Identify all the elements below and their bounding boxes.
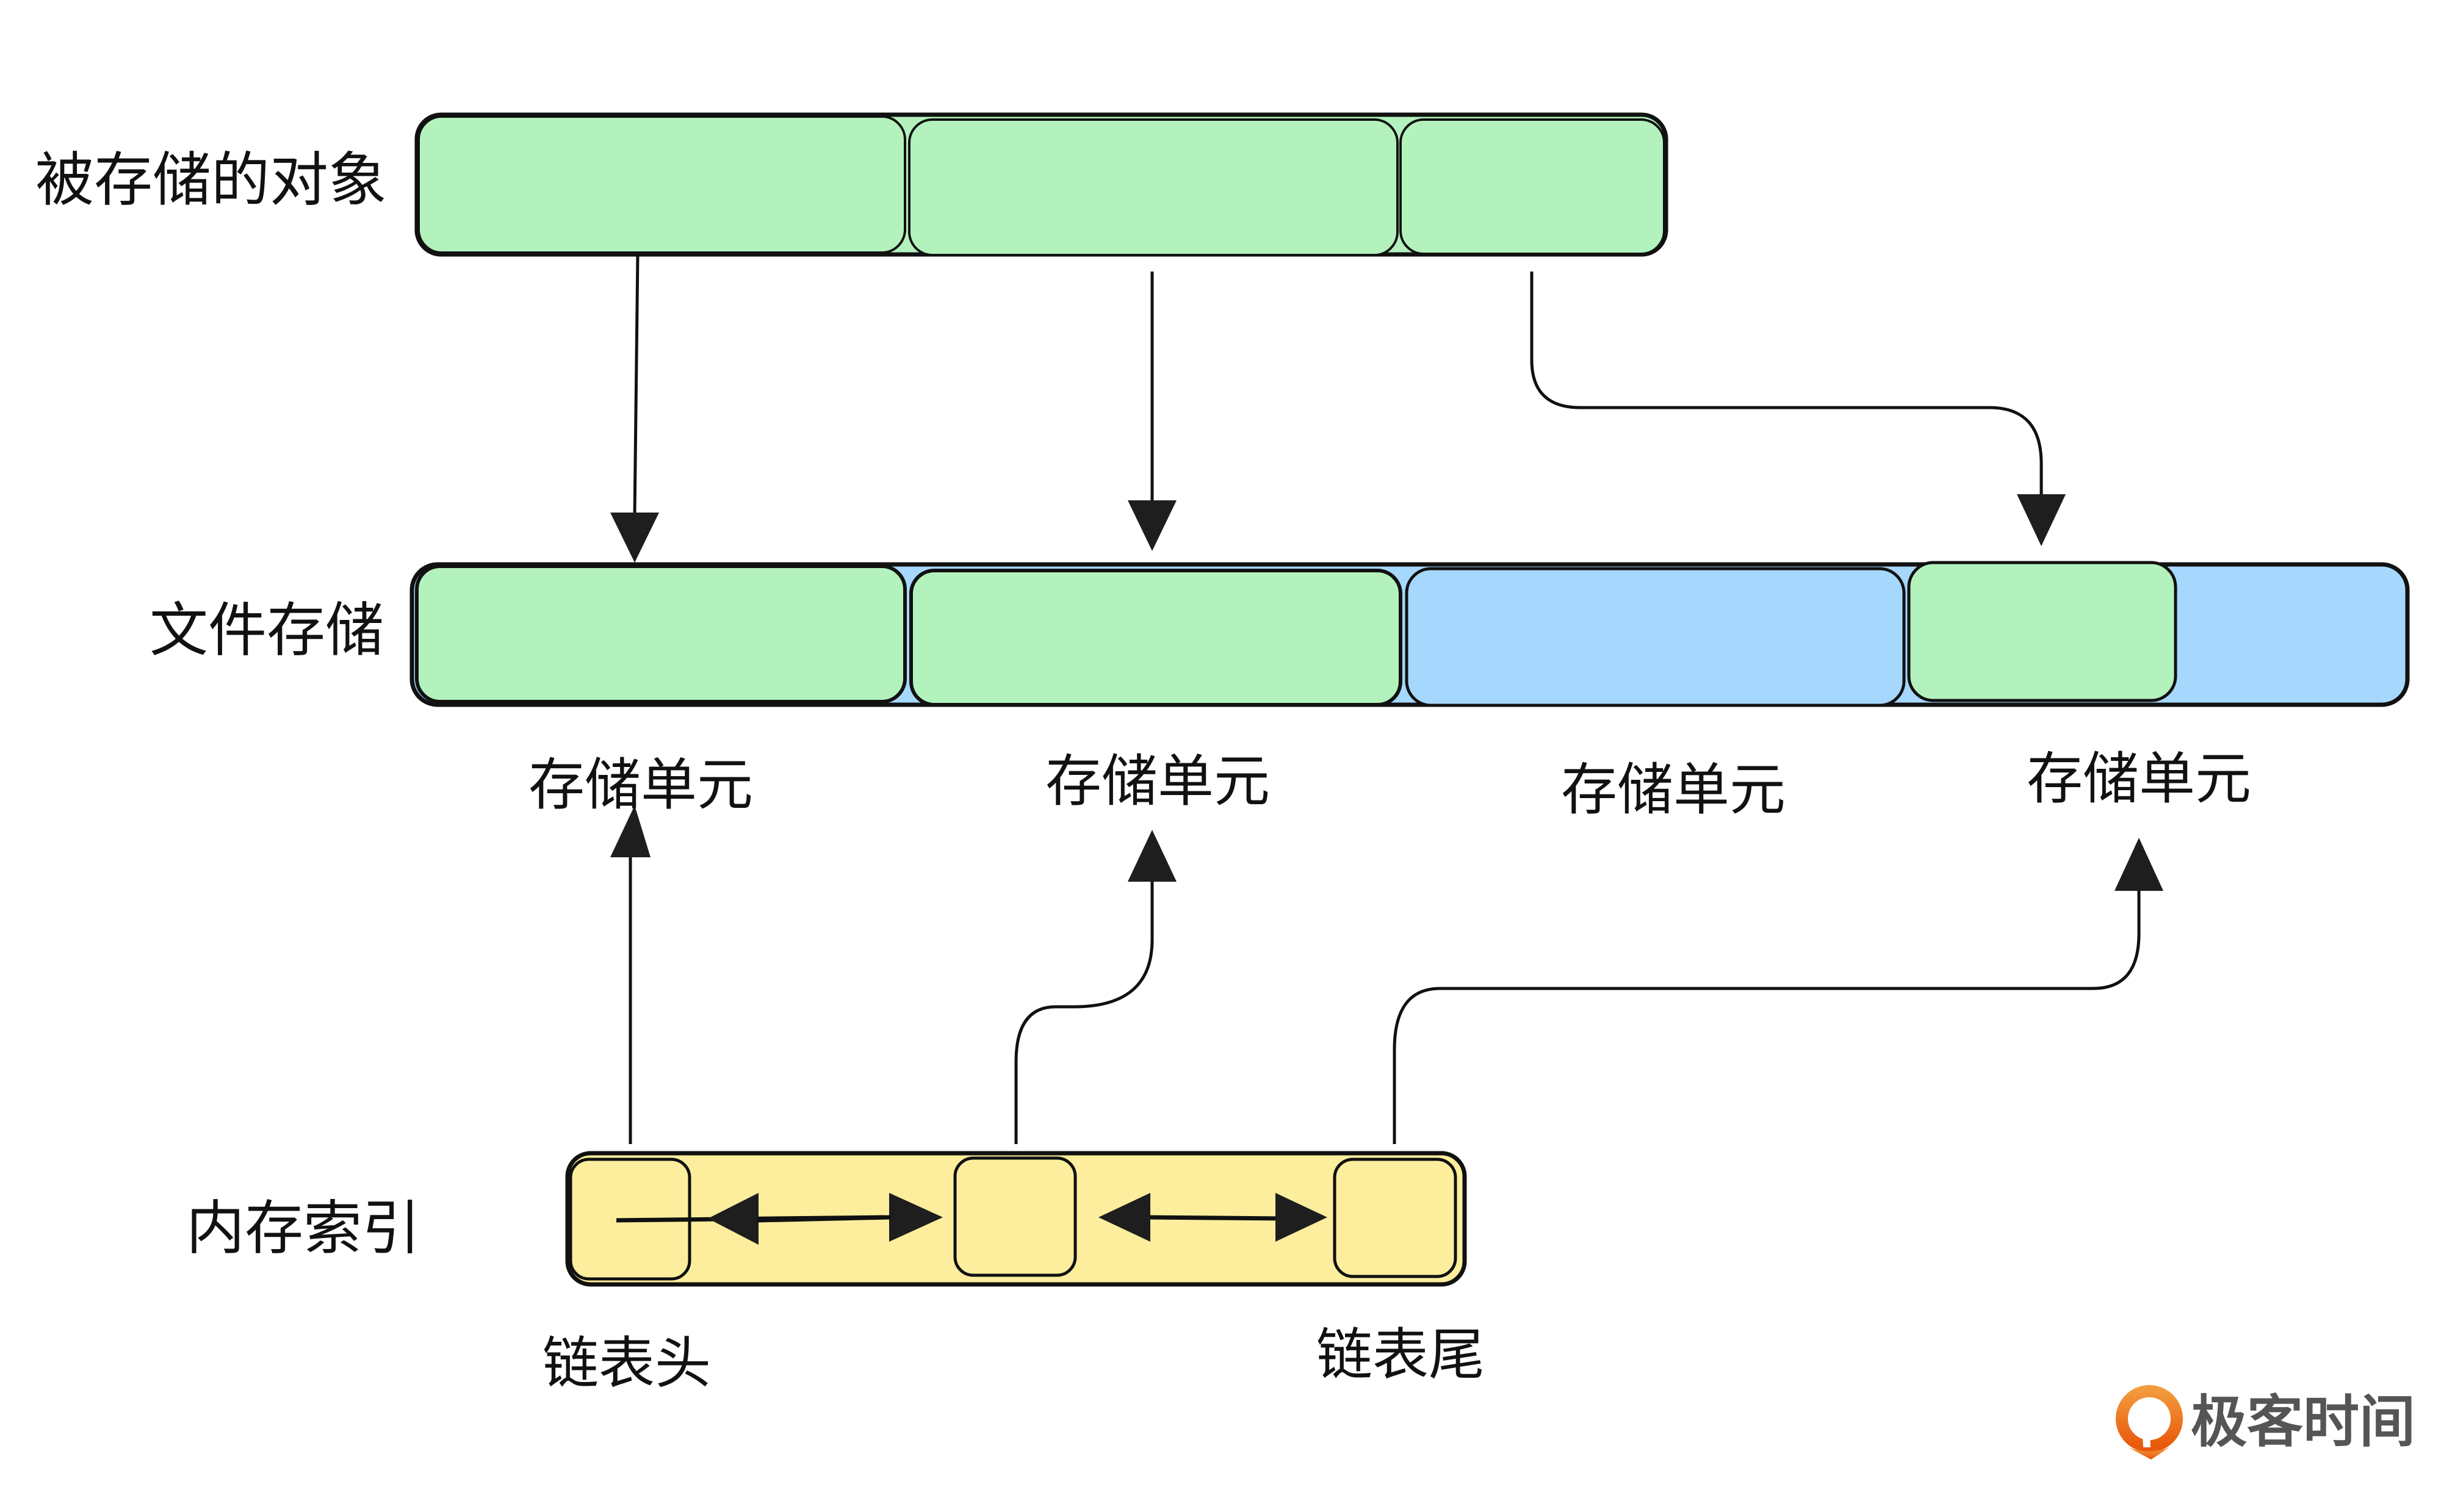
edge-node-3-to-unit-4	[1393, 888, 2141, 1144]
linked-list-tail-label: 链表尾	[1316, 1322, 1485, 1388]
linked-list-head-label: 链表头	[543, 1331, 711, 1396]
arrowhead-up-icon	[1128, 830, 1177, 882]
storage-unit-label: 存储单元	[1561, 757, 1786, 823]
row-label-memory-index: 内存索引	[186, 1194, 420, 1262]
arrowhead-up-icon	[2115, 838, 2163, 891]
storage-unit-label: 存储单元	[1045, 749, 1270, 814]
object-box	[908, 118, 1399, 256]
arrowhead-right-icon	[889, 1193, 943, 1242]
memory-index-row	[565, 1151, 1467, 1287]
storage-unit	[1405, 567, 1906, 707]
objects-row	[414, 112, 1668, 257]
watermark: 极客时间	[2116, 1385, 2415, 1460]
storage-unit	[415, 564, 907, 704]
object-box	[417, 115, 906, 254]
file-storage-row	[409, 561, 2410, 707]
edge-object-3-to-unit-4	[1530, 272, 2043, 506]
storage-unit-label: 存储单元	[2027, 746, 2251, 812]
arrowhead-left-icon	[1098, 1193, 1150, 1242]
edge-object-1-to-unit-1	[633, 254, 640, 516]
arrowhead-up-icon	[610, 805, 651, 857]
row-label-file-storage: 文件存储	[150, 596, 384, 664]
link-node-1-node-2	[616, 1193, 943, 1245]
arrowhead-down-icon	[610, 513, 659, 563]
storage-unit	[1907, 561, 2177, 702]
arrowhead-down-icon	[2017, 494, 2066, 546]
row-label-objects: 被存储的对象	[35, 146, 387, 214]
arrowhead-right-icon	[1275, 1193, 1327, 1242]
arrowhead-down-icon	[1128, 500, 1177, 551]
geektime-logo-icon	[2116, 1385, 2183, 1460]
object-box	[1399, 118, 1665, 255]
watermark-text: 极客时间	[2191, 1389, 2415, 1455]
index-node	[1333, 1157, 1457, 1278]
link-node-2-node-3	[1098, 1193, 1327, 1242]
index-node	[953, 1156, 1077, 1277]
arrowhead-left-icon	[708, 1193, 759, 1245]
storage-unit-label: 存储单元	[528, 752, 753, 818]
edge-node-2-to-unit-2	[1014, 879, 1154, 1144]
storage-unit	[909, 569, 1402, 707]
